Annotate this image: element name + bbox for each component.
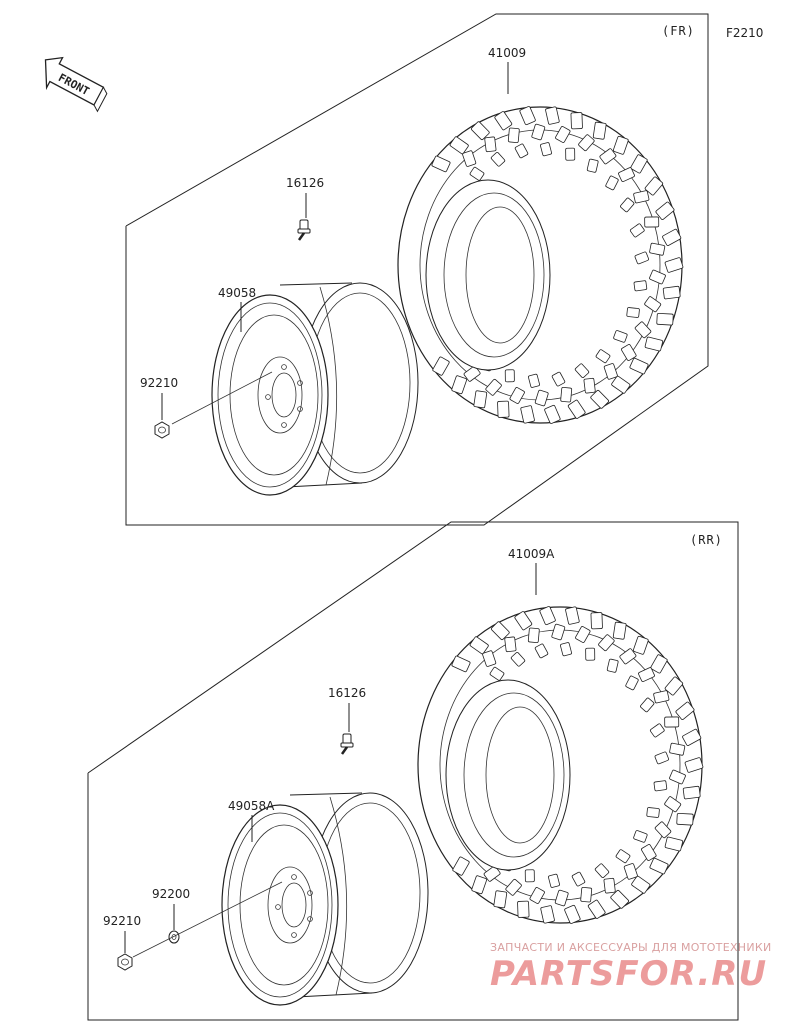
front-arrow-icon: FRONT bbox=[44, 56, 108, 113]
rear-valve-part-number: 16126 bbox=[328, 686, 366, 700]
front-nut-axis-line bbox=[171, 371, 273, 425]
rear-nut-axis-line bbox=[132, 881, 283, 958]
front-tire-part-number: 41009 bbox=[488, 46, 526, 60]
diagram-code: F2210 bbox=[726, 26, 763, 40]
rear-nut-part-number: 92210 bbox=[103, 914, 141, 928]
front-wheel bbox=[211, 282, 419, 496]
rear-nut bbox=[117, 953, 133, 971]
watermark: ЗАПЧАСТИ И АКСЕССУАРЫ ДЛЯ МОТОТЕХНИКИ PA… bbox=[490, 941, 772, 994]
rear-wheel-part-number: 49058A bbox=[228, 799, 275, 813]
rear-section-border bbox=[87, 521, 739, 1021]
rear-section: (RR) 41009A 16126 49058A 92200 92210 bbox=[87, 521, 739, 1021]
rear-tire bbox=[417, 605, 704, 925]
watermark-logo: PARTSFOR.RU bbox=[490, 954, 767, 994]
front-section-label: (FR) bbox=[662, 24, 695, 38]
rear-washer-part-number: 92200 bbox=[152, 887, 190, 901]
front-nut bbox=[154, 421, 170, 439]
watermark-tagline: ЗАПЧАСТИ И АКСЕССУАРЫ ДЛЯ МОТОТЕХНИКИ bbox=[490, 941, 772, 954]
rear-wheel bbox=[221, 792, 429, 1006]
front-section: (FR) 41009 16126 49058 92210 bbox=[125, 13, 709, 526]
front-tire bbox=[397, 105, 684, 425]
rear-tire-part-number: 41009A bbox=[508, 547, 555, 561]
front-section-border bbox=[125, 13, 709, 526]
front-nut-part-number: 92210 bbox=[140, 376, 178, 390]
rear-washer bbox=[168, 930, 180, 944]
rear-section-label: (RR) bbox=[690, 533, 723, 547]
rear-valve bbox=[339, 732, 355, 756]
front-wheel-part-number: 49058 bbox=[218, 286, 256, 300]
front-valve bbox=[296, 218, 312, 242]
front-valve-part-number: 16126 bbox=[286, 176, 324, 190]
